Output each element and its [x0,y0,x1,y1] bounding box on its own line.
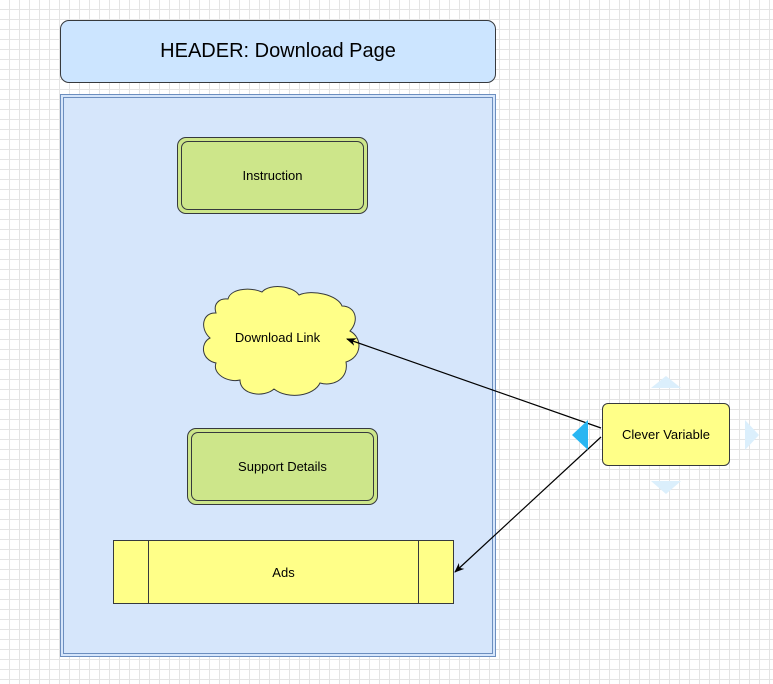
clever-variable-label: Clever Variable [622,427,710,442]
download-link-cloud[interactable] [203,286,360,396]
hover-right-arrow-icon[interactable] [745,420,759,450]
hover-up-arrow-icon[interactable] [651,376,681,388]
ads-right-bar [418,541,419,603]
instruction-box[interactable]: Instruction [177,137,368,214]
edge-clever-to-download-link[interactable] [346,338,602,429]
instruction-label: Instruction [242,168,303,183]
support-details-box[interactable]: Support Details [187,428,378,505]
ads-left-bar [148,541,149,603]
clever-variable-box[interactable]: Clever Variable [602,403,730,466]
header-label: HEADER: Download Page [160,40,396,62]
header-box[interactable]: HEADER: Download Page [60,20,496,83]
ads-label: Ads [272,564,295,580]
edge-clever-to-ads[interactable] [454,436,602,573]
download-link-label: Download Link [234,330,321,345]
ads-box[interactable]: Ads [113,540,454,604]
hover-left-arrow-icon[interactable] [572,420,588,450]
support-details-label: Support Details [238,459,327,474]
hover-down-arrow-icon[interactable] [651,481,681,494]
